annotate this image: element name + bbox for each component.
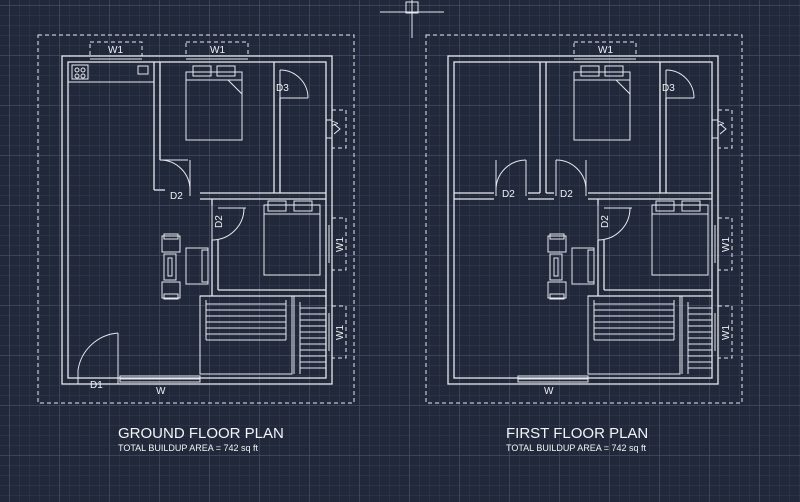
door-d2-bedroom-2 [597,205,632,241]
window-w1-side-1 [328,217,347,271]
label-d3: D3 [662,83,675,94]
label-ventilator: V [331,120,340,126]
bed-bedroom-1 [573,65,631,141]
window-w1-side-2 [714,305,733,359]
ventilator-v [711,109,733,149]
label-d2-bedroom-2: D2 [600,215,611,228]
outer-walls [447,55,719,385]
bed-bedroom-2 [651,200,709,276]
label-w1-top-bedroom: W1 [598,45,613,56]
label-w1-top-bedroom: W1 [210,45,225,56]
window-w1-side-2 [328,305,347,359]
first-floor-plan: W1 D3 D2 D2 D2 W1 W1 W V FIRST FLOOR PLA… [425,34,743,453]
window-w1-side-1 [714,217,733,271]
plan-title: GROUND FLOOR PLAN [118,425,284,442]
label-w1-side-1: W1 [335,237,346,252]
label-w-bottom: W [156,386,166,397]
label-ventilator: V [717,120,726,126]
label-w1-side-2: W1 [721,325,732,340]
window-w1-top-bedroom [185,41,249,60]
label-d1: D1 [90,380,103,391]
label-d2-left-room: D2 [502,189,515,200]
door-d3 [279,69,309,99]
door-d3 [665,69,695,99]
interior-walls [153,62,326,297]
ucs-crosshair-icon [380,0,444,38]
label-d3: D3 [276,83,289,94]
sofa-set [161,233,209,300]
door-d2-left-room [495,159,527,196]
plan-title: FIRST FLOOR PLAN [506,425,648,442]
window-w1-top-left [89,41,143,60]
kitchen-counter [67,61,155,83]
door-d2-bedroom-2 [211,205,246,241]
label-d2-bedroom-2: D2 [214,215,225,228]
plan-subtitle: TOTAL BUILDUP AREA = 742 sq ft [506,443,646,453]
label-w1-side-1: W1 [721,237,732,252]
label-w-bottom: W [544,386,554,397]
bed-bedroom-1 [185,65,243,141]
label-d2-bedroom-1: D2 [170,191,183,202]
sofa-set [547,233,595,300]
ground-floor-plan: W1 W1 D3 D2 D2 W1 W1 D1 W V GROUND FLOOR… [37,34,355,453]
staircase [199,295,326,375]
staircase [587,295,712,375]
window-w1-top-bedroom [573,41,637,60]
bed-bedroom-2 [263,200,321,276]
door-d1 [77,332,119,384]
label-w1-side-2: W1 [335,325,346,340]
plan-subtitle: TOTAL BUILDUP AREA = 742 sq ft [118,443,258,453]
label-d2-bedroom-1: D2 [560,189,573,200]
window-w-bottom [119,375,201,383]
door-d2-bedroom-1 [159,159,191,196]
interior-walls [454,62,712,297]
label-w1-top-left: W1 [108,45,123,56]
ventilator-v [325,109,347,149]
door-d2-bedroom-1 [555,159,587,196]
window-w-bottom [517,375,589,383]
